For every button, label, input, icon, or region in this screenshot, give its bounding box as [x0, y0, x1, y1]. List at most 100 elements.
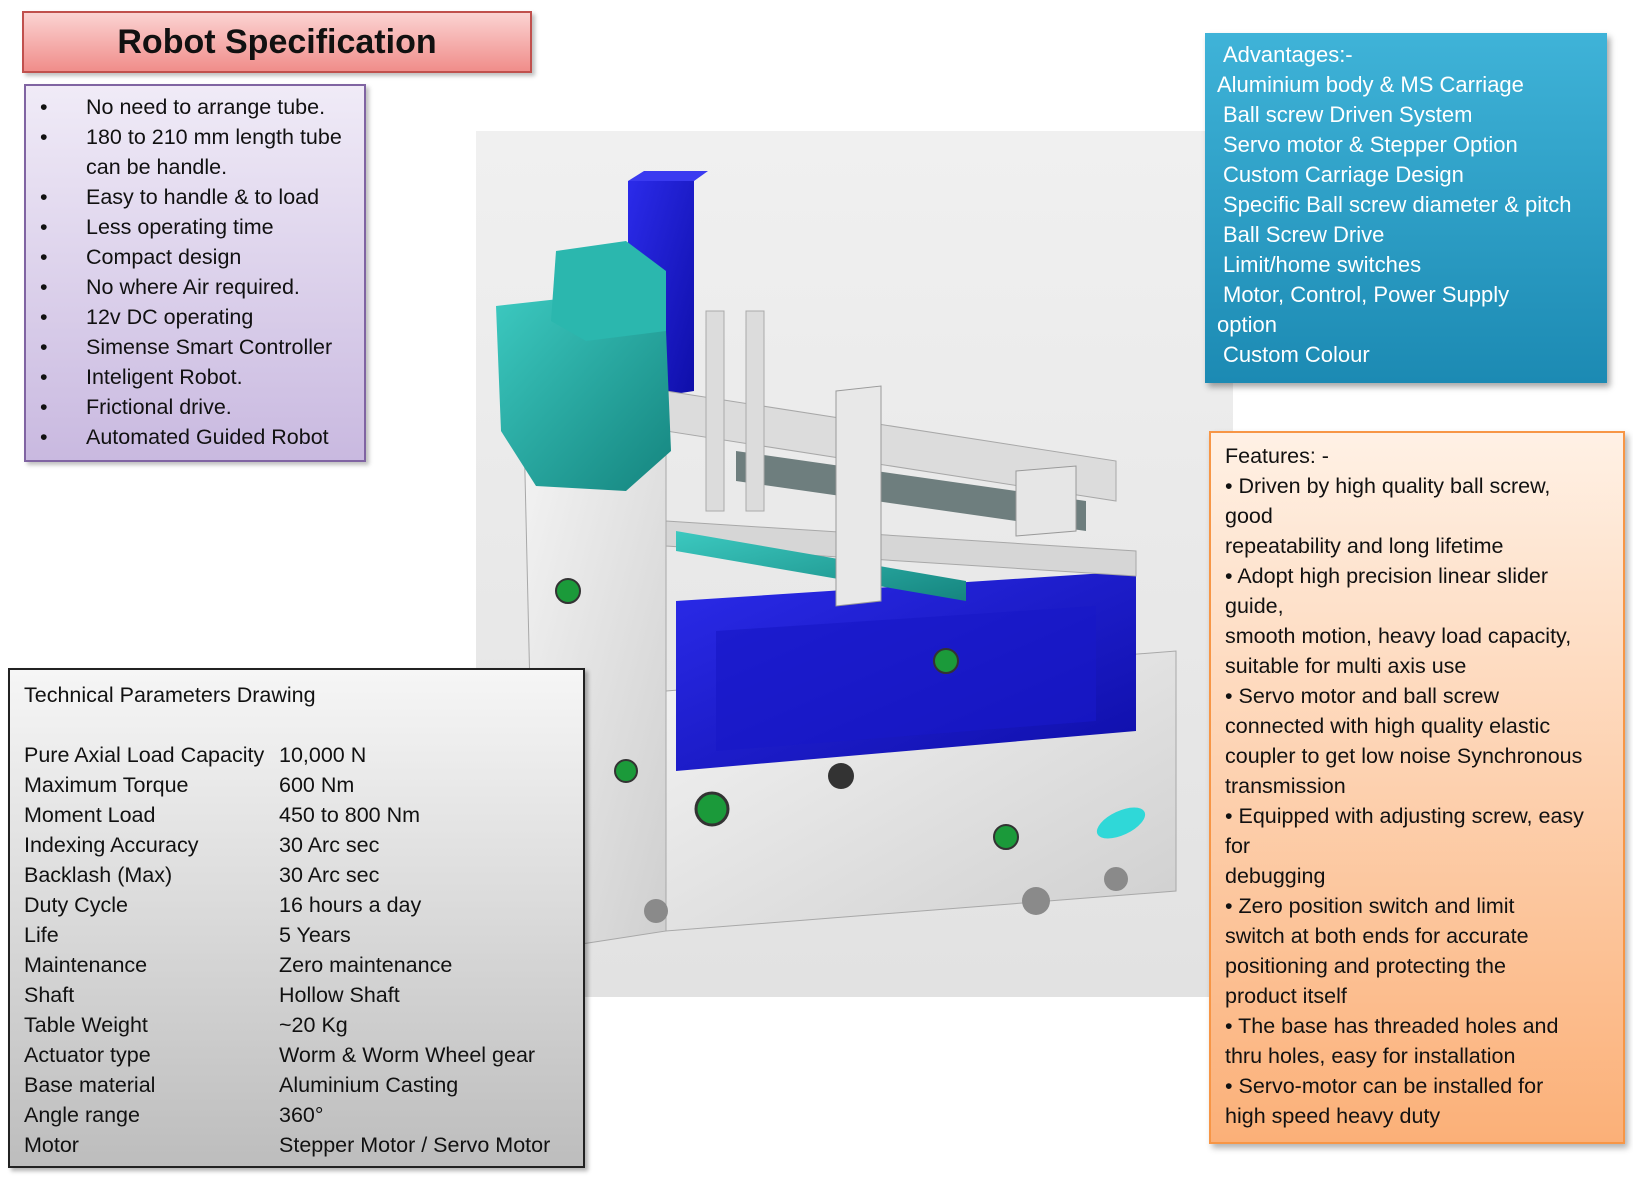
table-row: Moment Load 450 to 800 Nm [24, 800, 583, 830]
teal-head [496, 296, 671, 491]
feature-line: thru holes, easy for installation [1225, 1044, 1516, 1068]
feature-line: • Adopt high precision linear slider [1225, 564, 1549, 588]
param-value: 360° [279, 1103, 324, 1127]
param-value: 30 Arc sec [279, 863, 380, 887]
param-name: Motor [24, 1133, 79, 1157]
param-value: 450 to 800 Nm [279, 803, 421, 827]
advantage-line: Custom Carriage Design [1223, 162, 1464, 187]
bullet-icon: • [40, 365, 48, 389]
param-name: Indexing Accuracy [24, 833, 199, 857]
feature-line: guide, [1225, 594, 1284, 618]
feature-line: • Driven by high quality ball screw, [1225, 474, 1551, 498]
param-name: Backlash (Max) [24, 863, 173, 887]
param-name: Angle range [24, 1103, 140, 1127]
spec-list: •No need to arrange tube. •180 to 210 mm… [40, 92, 364, 452]
advantage-line: Ball screw Driven System [1223, 102, 1473, 127]
feature-line: smooth motion, heavy load capacity, [1225, 624, 1572, 648]
param-value: Zero maintenance [279, 953, 453, 977]
list-item: •Easy to handle & to load [40, 182, 364, 212]
table-row: Maintenance Zero maintenance [24, 950, 583, 980]
param-name: Base material [24, 1073, 156, 1097]
param-name: Table Weight [24, 1013, 148, 1037]
list-item: •Compact design [40, 242, 364, 272]
advantage-line: Aluminium body & MS Carriage [1217, 72, 1524, 97]
page-title: Robot Specification [117, 22, 437, 61]
robot-image [476, 131, 1233, 997]
title-banner: Robot Specification [22, 11, 532, 73]
param-name: Maximum Torque [24, 773, 189, 797]
param-value: 30 Arc sec [279, 833, 380, 857]
teal-rail [676, 531, 966, 601]
z-axis [835, 385, 882, 607]
advantages-panel: Advantages:- Aluminium body & MS Carriag… [1205, 33, 1607, 383]
advantage-line: option [1217, 312, 1277, 337]
advantage-line: Motor, Control, Power Supply [1223, 282, 1510, 307]
feature-line: switch at both ends for accurate [1225, 924, 1529, 948]
technical-parameters-title: Technical Parameters Drawing [24, 683, 316, 707]
param-name: Shaft [24, 983, 75, 1007]
table-row: Backlash (Max) 30 Arc sec [24, 860, 583, 890]
advantage-line: Limit/home switches [1223, 252, 1422, 277]
list-item: •Automated Guided Robot [40, 422, 364, 452]
advantages-heading: Advantages:- [1223, 42, 1353, 67]
feature-line: • The base has threaded holes and [1225, 1014, 1559, 1038]
feature-line: for [1225, 834, 1251, 858]
features-panel: Features: - • Driven by high quality bal… [1209, 431, 1625, 1144]
param-value: Hollow Shaft [279, 983, 400, 1007]
table-row: Base material Aluminium Casting [24, 1070, 583, 1100]
features-heading: Features: - [1225, 444, 1329, 468]
table-row: Angle range 360° [24, 1100, 583, 1130]
list-item: •Less operating time [40, 212, 364, 242]
list-item: •Frictional drive. [40, 392, 364, 422]
feature-line: • Servo-motor can be installed for [1225, 1074, 1544, 1098]
feature-line: connected with high quality elastic [1225, 714, 1551, 738]
param-value: 600 Nm [279, 773, 355, 797]
table-row: Table Weight~20 Kg [24, 1010, 583, 1040]
param-value: Aluminium Casting [279, 1073, 459, 1097]
list-item: •12v DC operating [40, 302, 364, 332]
feature-line: coupler to get low noise Synchronous [1225, 744, 1583, 768]
bullet-icon: • [40, 215, 48, 239]
param-value: 5 Years [279, 923, 351, 947]
param-value: 16 hours a day [279, 893, 422, 917]
param-name: Moment Load [24, 803, 156, 827]
param-value: Worm & Worm Wheel gear [279, 1043, 536, 1067]
table-row: Indexing Accuracy 30 Arc sec [24, 830, 583, 860]
table-row: Life 5 Years [24, 920, 583, 950]
bullet-icon: • [40, 425, 48, 449]
feature-line: good [1225, 504, 1273, 528]
param-name: Actuator type [24, 1043, 151, 1067]
bullet-icon: • [40, 305, 48, 329]
advantage-line: Custom Colour [1223, 342, 1370, 367]
feature-line: positioning and protecting the [1225, 954, 1506, 978]
table-row: Duty Cycle 16 hours a day [24, 890, 583, 920]
feature-line: • Zero position switch and limit [1225, 894, 1515, 918]
gantry-beam [736, 451, 1086, 531]
bullet-icon: • [40, 395, 48, 419]
table-row: Maximum Torque 600 Nm [24, 770, 583, 800]
feature-line: debugging [1225, 864, 1326, 888]
advantage-line: Specific Ball screw diameter & pitch [1223, 192, 1572, 217]
advantage-line: Ball Screw Drive [1223, 222, 1385, 247]
technical-parameters-panel: Technical Parameters Drawing Pure Axial … [8, 668, 585, 1168]
param-value: 10,000 N [279, 743, 367, 767]
param-name: Duty Cycle [24, 893, 128, 917]
advantage-line: Servo motor & Stepper Option [1223, 132, 1518, 157]
list-item: •Simense Smart Controller [40, 332, 364, 362]
robot-illustration [476, 131, 1233, 997]
param-name: Life [24, 923, 59, 947]
feature-line: suitable for multi axis use [1225, 654, 1467, 678]
feature-line: • Servo motor and ball screw [1225, 684, 1499, 708]
bullet-icon: • [40, 95, 48, 119]
list-item: •No where Air required. [40, 272, 364, 302]
bullet-icon: • [40, 275, 48, 299]
list-item: •No need to arrange tube. [40, 92, 364, 122]
bullet-icon: • [40, 245, 48, 269]
feature-line: high speed heavy duty [1225, 1104, 1441, 1128]
bullet-icon: • [40, 335, 48, 359]
param-name: Maintenance [24, 953, 148, 977]
list-item: •180 to 210 mm length tube can be handle… [40, 122, 364, 182]
spec-list-panel: •No need to arrange tube. •180 to 210 mm… [24, 84, 366, 462]
